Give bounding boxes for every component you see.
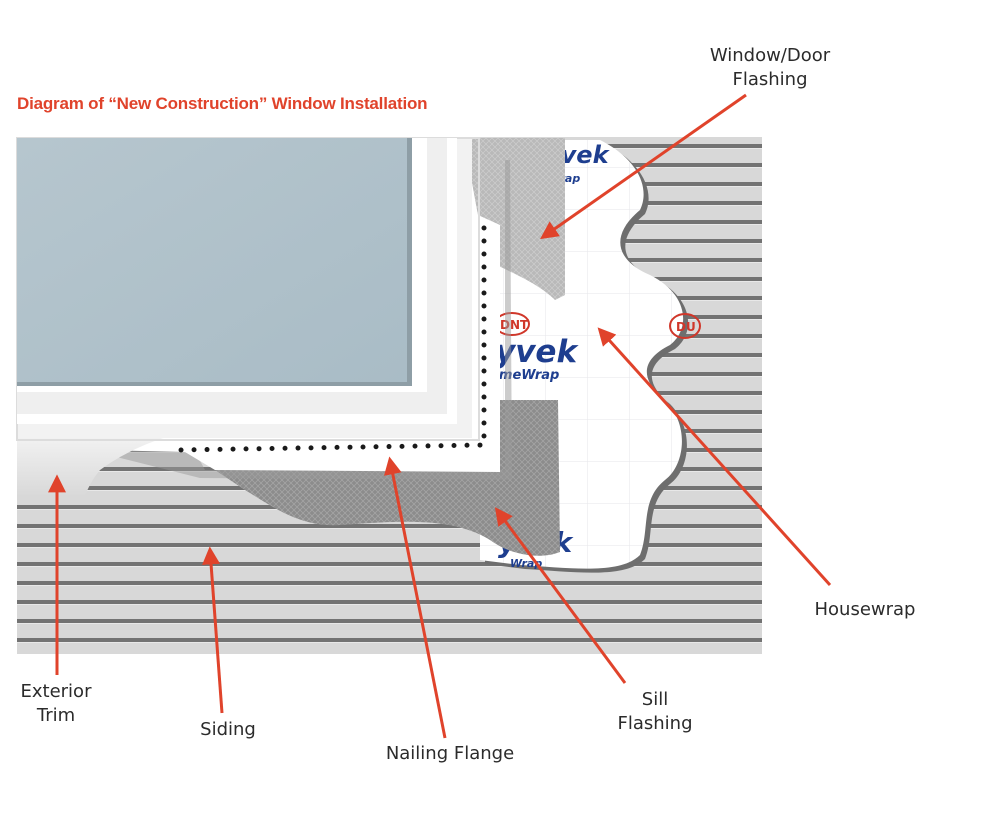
arrow-window-door-flashing: [540, 93, 747, 240]
svg-text:DU: DU: [676, 320, 696, 334]
arrow-sill-flashing: [494, 507, 627, 684]
label-line: Exterior: [20, 681, 92, 702]
svg-text:DNT: DNT: [500, 318, 529, 332]
label-line: Window/Door: [709, 45, 831, 66]
label-line: Housewrap: [814, 599, 916, 620]
label-sill-flashing: Sill Flashing: [590, 688, 720, 736]
window-glass: [17, 138, 407, 382]
dupont-oval-right: DU: [669, 313, 701, 339]
arrow-housewrap: [597, 327, 832, 587]
label-housewrap: Housewrap: [805, 598, 925, 622]
label-line: Trim: [36, 705, 76, 726]
label-nailing-flange: Nailing Flange: [370, 742, 530, 766]
label-line: Nailing Flange: [385, 743, 515, 764]
label-line: Flashing: [732, 69, 808, 90]
label-exterior-trim: Exterior Trim: [0, 680, 112, 728]
svg-text:omeWrap: omeWrap: [490, 368, 559, 383]
arrow-nailing-flange: [383, 456, 447, 739]
label-siding: Siding: [183, 718, 273, 742]
diagram-title: Diagram of “New Construction” Window Ins…: [17, 94, 428, 113]
label-line: Flashing: [617, 713, 693, 734]
arrow-siding: [202, 546, 224, 714]
label-line: Sill: [641, 689, 669, 710]
label-window-door-flashing: Window/Door Flashing: [700, 44, 840, 92]
label-line: Siding: [200, 719, 256, 740]
